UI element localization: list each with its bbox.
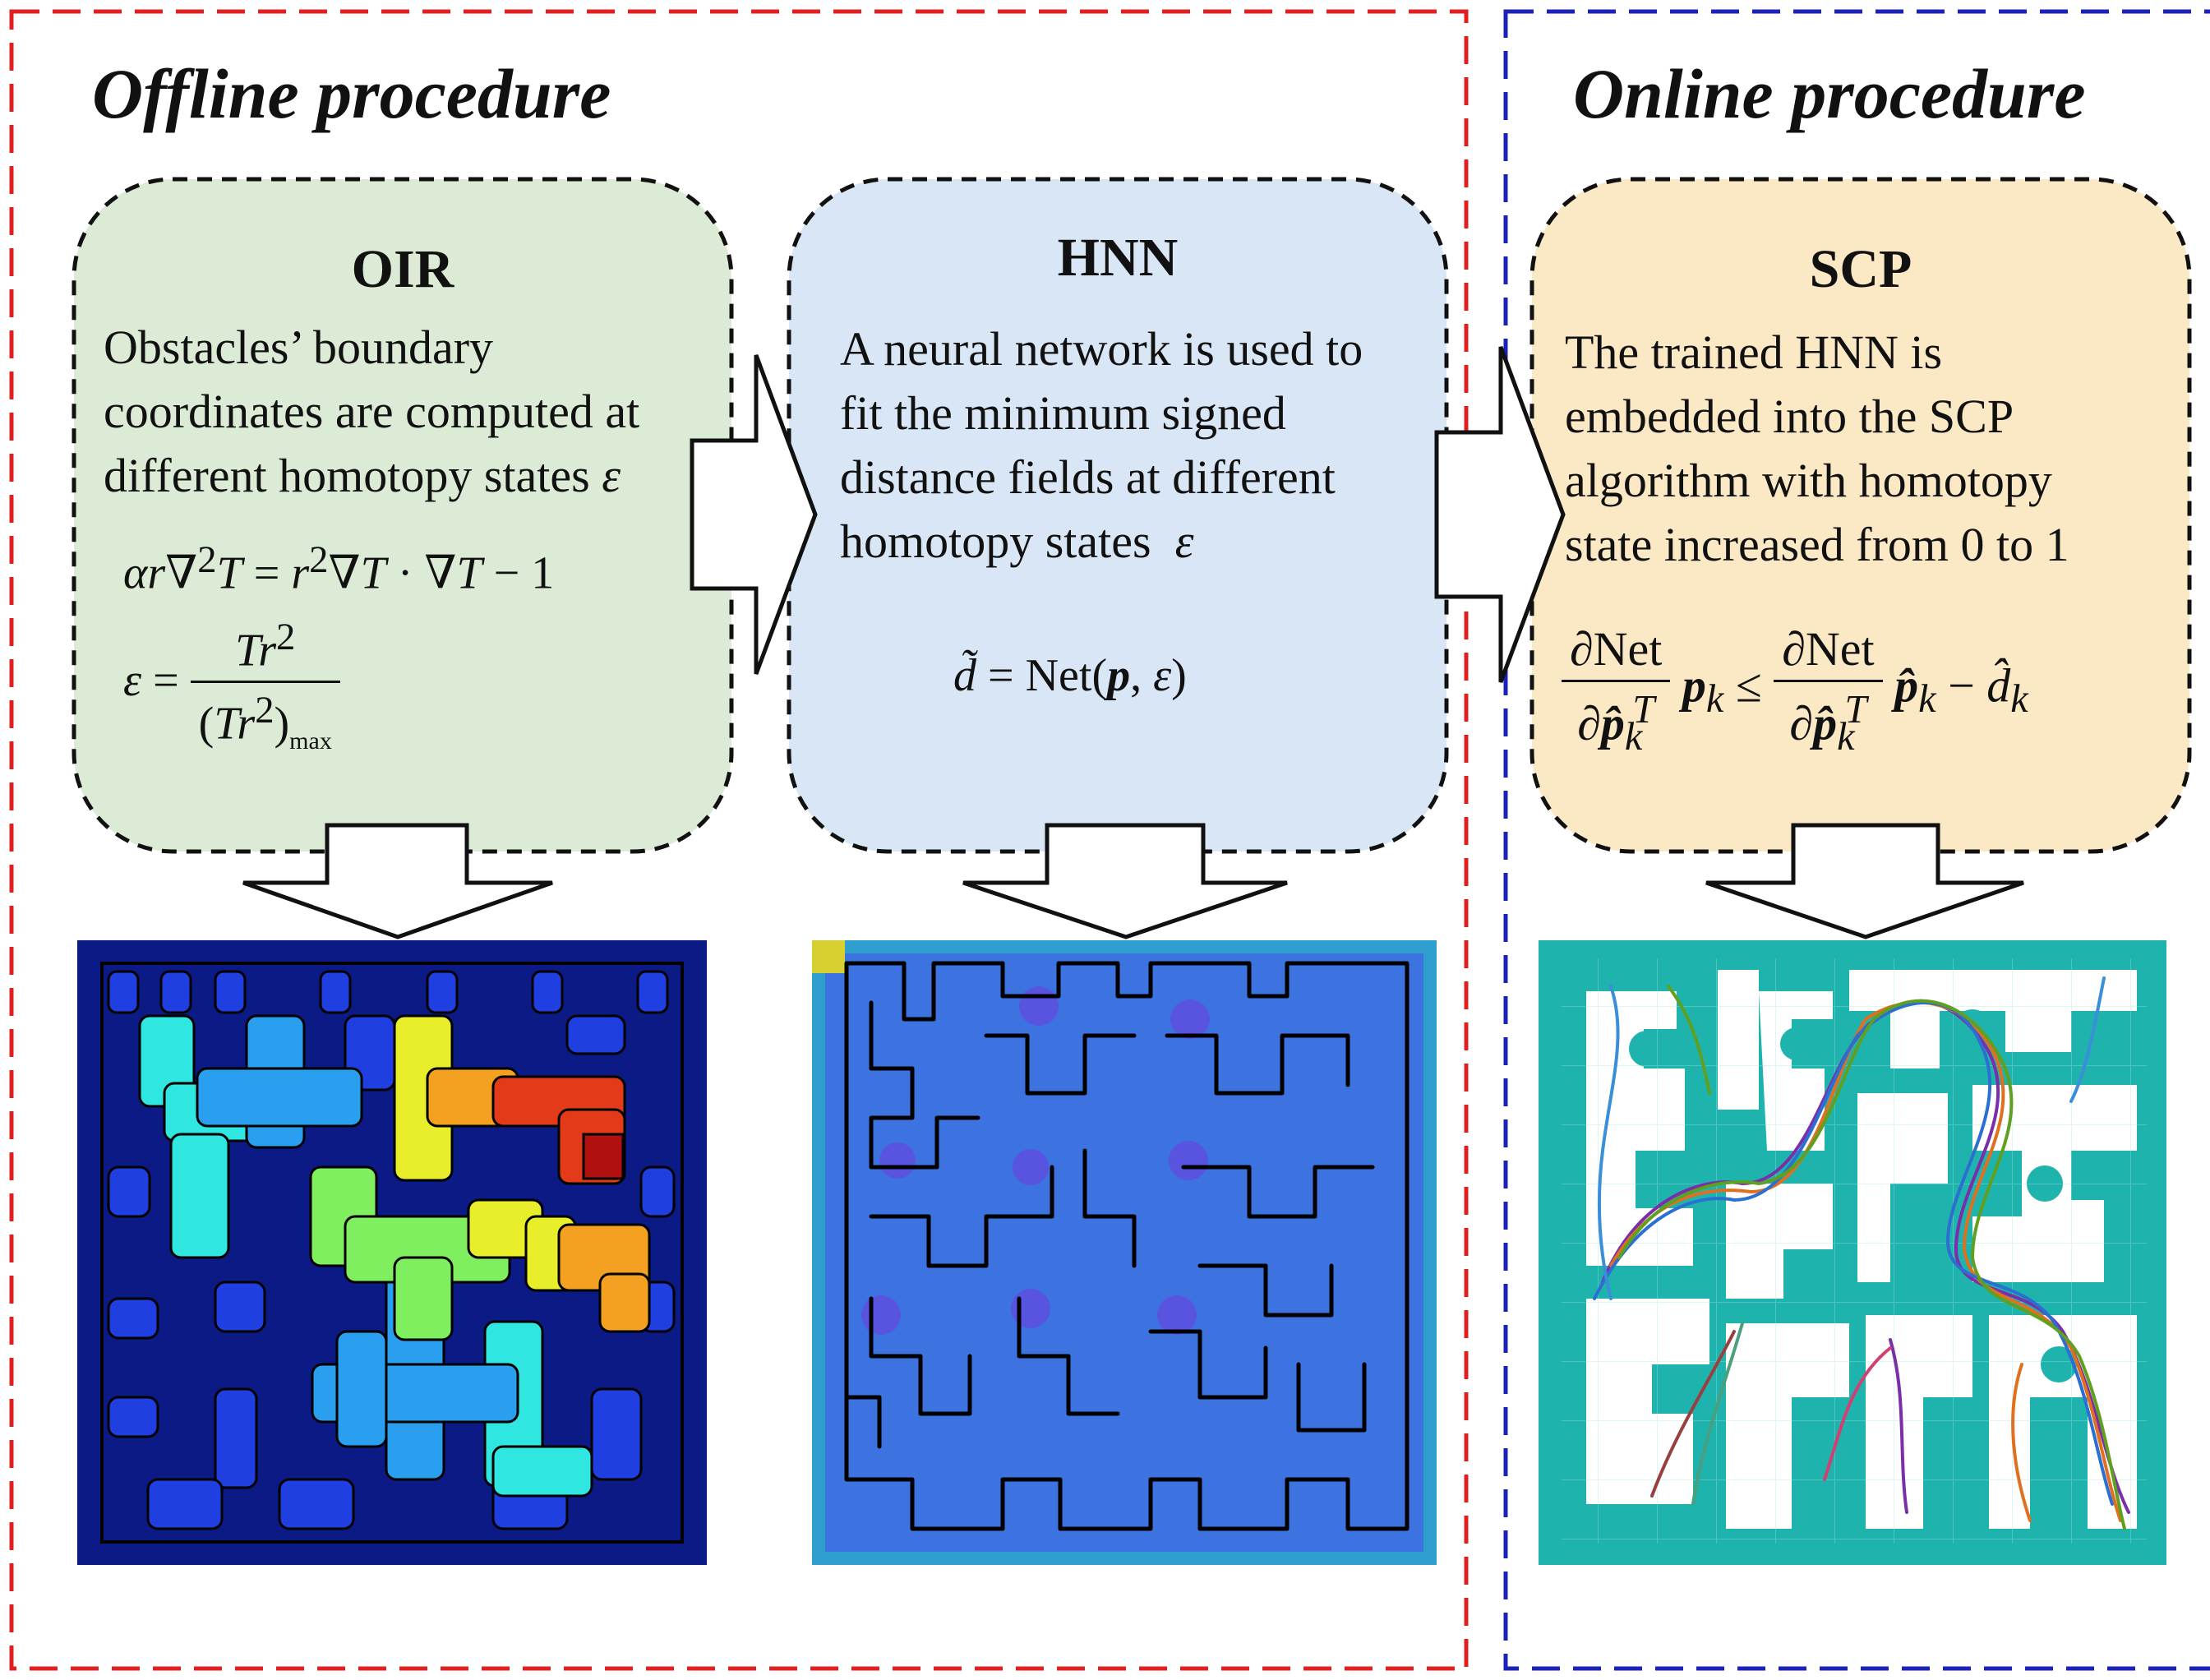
online-frame xyxy=(1503,9,2210,1671)
scp-line-3: algorithm with homotopy xyxy=(1565,454,2052,507)
hnn-line-4: homotopy states ε xyxy=(840,515,1194,568)
scp-line-4: state increased from 0 to 1 xyxy=(1565,518,2069,571)
oir-description: Obstacles’ boundary coordinates are comp… xyxy=(104,316,728,508)
scp-equation: ∂Net∂p̂kT pk ≤ ∂Net∂p̂kT p̂k − d̂k xyxy=(1562,621,2028,759)
scp-description: The trained HNN is embedded into the SCP… xyxy=(1565,321,2173,577)
offline-frame xyxy=(9,9,1469,1671)
oir-equation-2: ε = Tr2(Tr2)max xyxy=(123,615,340,755)
arrow-down-scp xyxy=(1705,823,2024,939)
hnn-equation: d̃ = Net(p, ε) xyxy=(953,650,1187,701)
scp-trajectories xyxy=(1539,940,2166,1565)
scp-title: SCP xyxy=(1809,239,1912,299)
oir-line-3: different homotopy states ε xyxy=(104,449,621,502)
arrow-down-oir xyxy=(242,823,553,939)
oir-symbol: ε xyxy=(602,449,621,502)
oir-line-1: Obstacles’ boundary xyxy=(104,321,494,374)
hnn-distance-field xyxy=(812,940,1437,1565)
arrow-down-hnn xyxy=(962,823,1288,939)
hnn-line-1: A neural network is used to xyxy=(840,322,1363,376)
oir-line-2: coordinates are computed at xyxy=(104,385,640,438)
oir-equation-1: αr∇2T = r2∇T · ∇T − 1 xyxy=(123,538,555,599)
oir-title: OIR xyxy=(351,239,454,299)
hnn-symbol: ε xyxy=(1174,515,1194,568)
hnn-description: A neural network is used to fit the mini… xyxy=(840,317,1448,574)
offline-procedure-title: Offline procedure xyxy=(92,54,611,133)
hnn-line-3: distance fields at different xyxy=(840,450,1336,504)
oir-heatmap xyxy=(77,940,707,1565)
scp-line-1: The trained HNN is xyxy=(1565,325,1943,379)
scp-line-2: embedded into the SCP xyxy=(1565,390,2014,443)
hnn-line-2: fit the minimum signed xyxy=(840,386,1286,440)
arrow-oir-to-hnn xyxy=(690,354,818,675)
hnn-title: HNN xyxy=(1057,228,1179,288)
arrow-hnn-to-scp xyxy=(1434,346,1566,683)
online-procedure-title: Online procedure xyxy=(1573,54,2086,133)
